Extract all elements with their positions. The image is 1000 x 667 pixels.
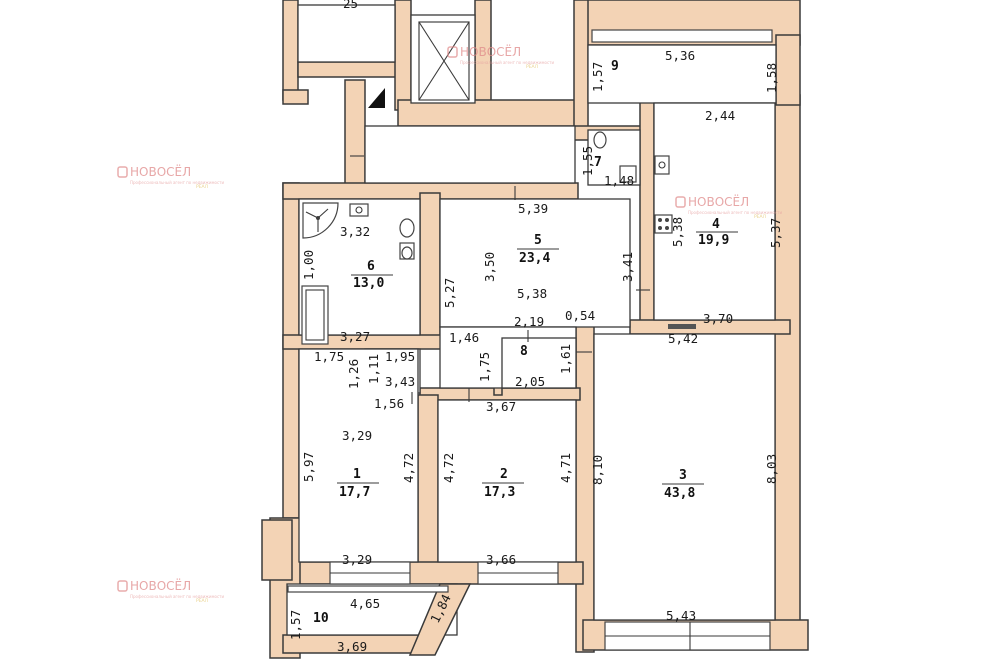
room-8-number: 8 [520, 344, 528, 359]
dim-label: 5,38 [670, 217, 685, 247]
dim-label: 1,75 [314, 349, 344, 364]
dim-label: 1,48 [604, 173, 634, 188]
svg-text:Профессиональный агент по недв: Профессиональный агент по недвижимости [130, 594, 225, 599]
dim-label: 5,39 [518, 201, 548, 216]
dim-label: 5,43 [666, 608, 696, 623]
dim-label: 8,03 [764, 454, 779, 484]
room-labels: 1 17,7 2 17,3 3 43,8 4 19,9 5 23,4 6 13,… [313, 59, 738, 626]
svg-text:РЕАЛ: РЕАЛ [196, 598, 208, 604]
dim-label: 1,75 [477, 352, 492, 382]
svg-text:НОВОСЁЛ: НОВОСЁЛ [130, 164, 191, 179]
dim-label: 2,05 [515, 374, 545, 389]
hall-upper [364, 125, 576, 184]
room-3-area: 43,8 [664, 486, 695, 501]
room-3-floor [593, 333, 776, 621]
dim-label: 5,42 [668, 331, 698, 346]
room-1-area: 17,7 [339, 485, 370, 500]
svg-text:РЕАЛ: РЕАЛ [196, 184, 208, 190]
svg-text:Профессиональный агент по недв: Профессиональный агент по недвижимости [688, 210, 783, 215]
room-4-area: 19,9 [698, 233, 729, 248]
dim-label: 25 [343, 0, 358, 11]
dim-label: 1,56 [374, 396, 404, 411]
dim-label: 1,61 [558, 344, 573, 374]
stair-room [297, 4, 396, 63]
dim-label: 1,55 [580, 146, 595, 176]
dim-label: 3,69 [337, 639, 367, 654]
dim-label: 3,41 [620, 252, 635, 282]
dim-label: 3,43 [385, 374, 415, 389]
dim-label: 8,10 [590, 455, 605, 485]
dim-label: 1,58 [764, 63, 779, 93]
svg-text:РЕАЛ: РЕАЛ [754, 214, 766, 220]
watermark: НОВОСЁЛ Профессиональный агент по недвиж… [117, 164, 225, 190]
dim-label: 3,29 [342, 428, 372, 443]
dim-label: 4,65 [350, 596, 380, 611]
dim-label: 5,38 [517, 286, 547, 301]
dim-label: 1,11 [366, 354, 381, 384]
dim-label: 3,50 [482, 252, 497, 282]
room-1-floor [298, 348, 419, 563]
room-1-number: 1 [353, 467, 361, 482]
balcony-side-wall [408, 583, 472, 656]
room-4-number: 4 [712, 217, 720, 232]
dim-label: 3,29 [342, 552, 372, 567]
watermark: НОВОСЁЛ Профессиональный агент по недвиж… [447, 44, 555, 70]
room-6-area: 13,0 [353, 276, 384, 291]
room-4-floor [653, 102, 776, 321]
dim-label: 4,71 [558, 453, 573, 483]
dim-label: 2,44 [705, 108, 735, 123]
room-2-area: 17,3 [484, 485, 515, 500]
dim-label: 0,54 [565, 308, 595, 323]
room-3-number: 3 [679, 468, 687, 483]
dim-label: 3,27 [340, 329, 370, 344]
room-5-area: 23,4 [519, 251, 550, 266]
dim-label: 1,57 [288, 610, 303, 640]
dim-label: 5,27 [442, 278, 457, 308]
svg-text:НОВОСЁЛ: НОВОСЁЛ [130, 578, 191, 593]
svg-text:НОВОСЁЛ: НОВОСЁЛ [460, 44, 521, 59]
watermark: НОВОСЁЛ Профессиональный агент по недвиж… [117, 578, 225, 604]
svg-text:Профессиональный агент по недв: Профессиональный агент по недвижимости [460, 60, 555, 65]
watermark: НОВОСЁЛ Профессиональный агент по недвиж… [675, 194, 783, 220]
dimension-labels: 5,36 1,57 1,58 2,44 1,55 1,48 5,39 5,38 … [288, 0, 783, 654]
room-floors [286, 4, 777, 636]
dim-label: 5,36 [665, 48, 695, 63]
dim-label: 5,97 [301, 452, 316, 482]
svg-text:РЕАЛ: РЕАЛ [526, 64, 538, 70]
dim-label: 3,67 [486, 399, 516, 414]
dim-label: 4,72 [441, 453, 456, 483]
dim-label: 1,46 [449, 330, 479, 345]
dim-label: 2,19 [514, 314, 544, 329]
room-10-number: 10 [313, 611, 329, 626]
room-8-floor [501, 337, 577, 389]
room-5-floor [439, 198, 631, 328]
dim-label: 3,32 [340, 224, 370, 239]
windows [287, 29, 773, 651]
dim-label: 1,57 [590, 62, 605, 92]
room-5-number: 5 [534, 233, 542, 248]
room-9-number: 9 [611, 59, 619, 74]
room-7-number: 7 [594, 155, 602, 170]
room-2-number: 2 [500, 467, 508, 482]
room-6-number: 6 [367, 259, 375, 274]
dim-label: 3,66 [486, 552, 516, 567]
dim-label: 1,95 [385, 349, 415, 364]
dim-label: 1,00 [301, 250, 316, 280]
dim-label: 1,26 [346, 359, 361, 389]
fixtures [301, 21, 696, 345]
dim-label: 3,70 [703, 311, 733, 326]
dim-label: 4,72 [401, 453, 416, 483]
opening-marks [350, 155, 650, 404]
svg-text:НОВОСЁЛ: НОВОСЁЛ [688, 194, 749, 209]
dim-label: 5,37 [768, 218, 783, 248]
svg-text:Профессиональный агент по недв: Профессиональный агент по недвижимости [130, 180, 225, 185]
